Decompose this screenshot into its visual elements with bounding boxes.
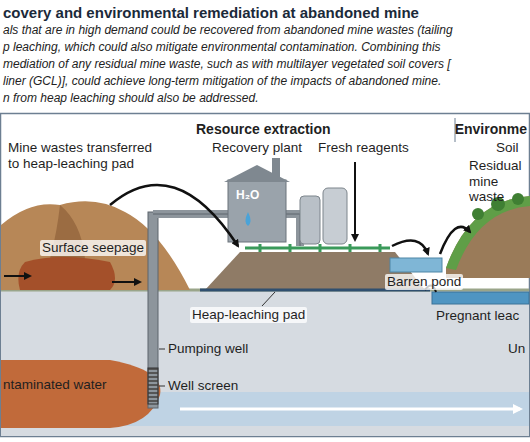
part-label: Pumping well [168, 341, 248, 357]
part-label: Surface seepage [40, 240, 146, 256]
plant-roof [224, 165, 290, 182]
seepage-arrow [112, 281, 140, 283]
part-label: Residual mine waste [469, 158, 527, 205]
pumping-well [148, 212, 158, 408]
soil-cover [446, 196, 530, 270]
formula-label: H₂O [236, 189, 259, 203]
title: covery and environmental remediation at … [3, 4, 419, 21]
groundwater-flow-arrow [180, 408, 520, 411]
pregnant-leach-pond [432, 292, 529, 304]
chimney [272, 158, 280, 178]
barren-pond [390, 258, 442, 272]
part-label: Fresh reagents [318, 140, 409, 156]
part-label: Mine wastes transferred to heap-leaching… [8, 140, 158, 171]
leader-line [159, 386, 165, 387]
residual-mine-waste [446, 196, 530, 278]
intro-line: n from heap leaching should also be addr… [3, 92, 259, 106]
part-label: Recovery plant [212, 140, 302, 156]
intro-line: mediation of any residual mine waste, su… [3, 58, 451, 72]
diagram-frame [1, 114, 530, 437]
surface-seepage-pool [18, 257, 115, 290]
tree [472, 208, 484, 220]
part-label: Soil [496, 140, 519, 156]
tank [323, 188, 347, 244]
contaminated-plume [1, 360, 160, 428]
flow-arrow [392, 241, 428, 254]
part-label: ntaminated water [3, 377, 107, 393]
section-heading: Environme [455, 121, 527, 137]
tank [300, 196, 320, 244]
leader-line [262, 292, 275, 306]
recovery-plant [228, 180, 286, 242]
cover-arrow [440, 227, 470, 254]
transfer-arrow [110, 185, 238, 246]
section-heading: Resource extraction [196, 121, 331, 137]
water-drop [246, 212, 251, 226]
part-label: Un [508, 341, 525, 357]
sprinkler [245, 244, 390, 252]
part-label: Heap-leaching pad [190, 307, 307, 323]
part-label: Pregnant leac [436, 308, 519, 324]
intro-line: als that are in high demand could be rec… [3, 24, 453, 38]
part-label: Well screen [168, 378, 238, 394]
intro-line: liner (GCL)], could achieve long-term mi… [3, 75, 441, 89]
tree [512, 193, 524, 205]
subsurface [1, 290, 529, 436]
part-label: Barren pond [385, 274, 463, 290]
seepage-arrow [4, 275, 30, 277]
intro-line: p leaching, which could also mitigate en… [3, 41, 441, 55]
leader-line [159, 349, 165, 350]
reagent-arrow [354, 162, 356, 240]
well-screen [148, 368, 158, 404]
